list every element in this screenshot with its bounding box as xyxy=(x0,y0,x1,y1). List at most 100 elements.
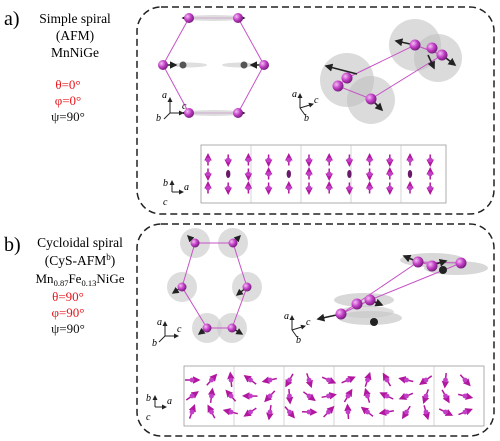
mn-atom xyxy=(306,377,312,383)
mn-atom xyxy=(404,377,409,383)
spin-disc xyxy=(171,62,207,68)
mn-atom xyxy=(423,409,429,415)
mn-atom xyxy=(365,393,370,399)
axis-label-c: c xyxy=(314,95,319,106)
mn-atom xyxy=(190,238,200,248)
axis-label-a: a xyxy=(292,89,297,100)
mn-atom xyxy=(365,409,370,415)
panel-b-axes-triad: a c b xyxy=(152,317,182,349)
mn-atom xyxy=(184,108,194,118)
panel-a-compound: MnNiGe xyxy=(51,45,99,60)
mn-atom xyxy=(205,157,211,163)
spin-arrow-end-on xyxy=(286,170,291,178)
panel-a-strip-axes: b a c xyxy=(163,178,189,208)
axis-label-b: b xyxy=(156,113,161,124)
dark-atom xyxy=(370,318,378,326)
spin-disc xyxy=(184,15,244,21)
mn-atom xyxy=(287,393,292,399)
panel-b-structure-name: Cycloidal spiral xyxy=(37,235,123,250)
mn-atom xyxy=(407,157,413,163)
mn-atom xyxy=(287,377,292,383)
mn-atom xyxy=(184,13,194,23)
mn-atom xyxy=(367,185,372,191)
mn-atom xyxy=(306,185,312,191)
spin-arrow xyxy=(427,54,435,70)
axis-label-b: b xyxy=(146,393,151,404)
mn-atom xyxy=(246,171,251,177)
mn-atom xyxy=(326,171,332,177)
spin-arrow-end-on xyxy=(407,170,413,178)
mn-atom xyxy=(228,393,234,399)
mn-atom xyxy=(326,157,332,163)
mn-atom xyxy=(205,171,211,177)
mn-atom xyxy=(326,409,331,415)
panel-b-theta: θ=90° xyxy=(52,289,84,304)
mn-atom xyxy=(233,108,243,118)
panel-a-axes-triad: a c b xyxy=(156,90,187,124)
axis-label-a: a xyxy=(284,311,289,322)
axis-label-c: c xyxy=(177,324,182,335)
mn-atom xyxy=(267,377,273,383)
spin-disc xyxy=(334,293,394,307)
dark-atom xyxy=(179,61,187,69)
panel-b-perspective-view xyxy=(316,253,488,326)
mn-atom xyxy=(426,260,438,272)
panel-b-spin-chain xyxy=(183,365,485,427)
mn-atom xyxy=(205,185,211,191)
mn-atom xyxy=(351,298,363,310)
mn-atom xyxy=(306,393,312,399)
panel-b-letter: b) xyxy=(4,234,21,256)
mn-atom xyxy=(462,409,468,415)
mn-atom xyxy=(365,93,377,105)
mn-atom xyxy=(225,157,231,163)
mn-atom xyxy=(227,323,237,333)
axis-label-a: a xyxy=(167,396,172,407)
mn-atom xyxy=(345,393,351,399)
axis-label-a: a xyxy=(162,90,167,101)
mn-atom xyxy=(387,171,393,177)
mn-atom xyxy=(189,377,195,383)
mn-atom xyxy=(384,409,390,415)
mn-atom xyxy=(267,409,273,415)
mn-atom xyxy=(248,377,253,383)
mn-atom xyxy=(341,72,353,84)
mn-atom xyxy=(225,185,231,191)
axis-label-a: a xyxy=(184,182,189,193)
mn-atom xyxy=(427,157,433,163)
axis-label-c: c xyxy=(146,412,151,423)
mn-atom xyxy=(158,60,168,70)
mn-atom xyxy=(387,185,393,191)
dark-atom xyxy=(240,61,248,69)
axis-label-b: b xyxy=(152,338,157,349)
dark-atom xyxy=(439,266,447,274)
mn-atom xyxy=(412,256,424,268)
mn-atom xyxy=(326,377,331,383)
mn-atom xyxy=(404,393,409,399)
axis-label-b: b xyxy=(163,178,168,189)
mn-atom xyxy=(228,409,234,415)
mn-atom xyxy=(384,393,390,399)
mn-atom xyxy=(177,282,187,292)
mn-atom xyxy=(332,80,344,92)
mn-atom xyxy=(443,393,448,399)
panel-a-letter: a) xyxy=(4,8,20,30)
axis-label-b: b xyxy=(296,335,301,346)
mn-atom xyxy=(306,171,312,177)
mn-atom xyxy=(345,377,351,383)
spin-arrow-end-on xyxy=(347,170,352,178)
mn-atom xyxy=(409,39,421,51)
mn-atom xyxy=(266,157,271,163)
mn-atom xyxy=(286,157,292,163)
mn-atom xyxy=(248,409,253,415)
mn-atom xyxy=(347,157,352,163)
mn-atom xyxy=(384,377,390,383)
panel-b-strip-axes: b a c xyxy=(146,393,172,423)
spin-arrow xyxy=(324,63,358,75)
spin-arrow-end-on xyxy=(226,170,231,178)
panel-a-perspective-view xyxy=(320,19,462,124)
spin-disc xyxy=(338,306,394,318)
mn-atom xyxy=(423,393,429,399)
panel-a: a) Simple spiral (AFM) MnNiGe θ=0° φ=0° … xyxy=(4,6,495,215)
mn-atom xyxy=(404,409,409,415)
